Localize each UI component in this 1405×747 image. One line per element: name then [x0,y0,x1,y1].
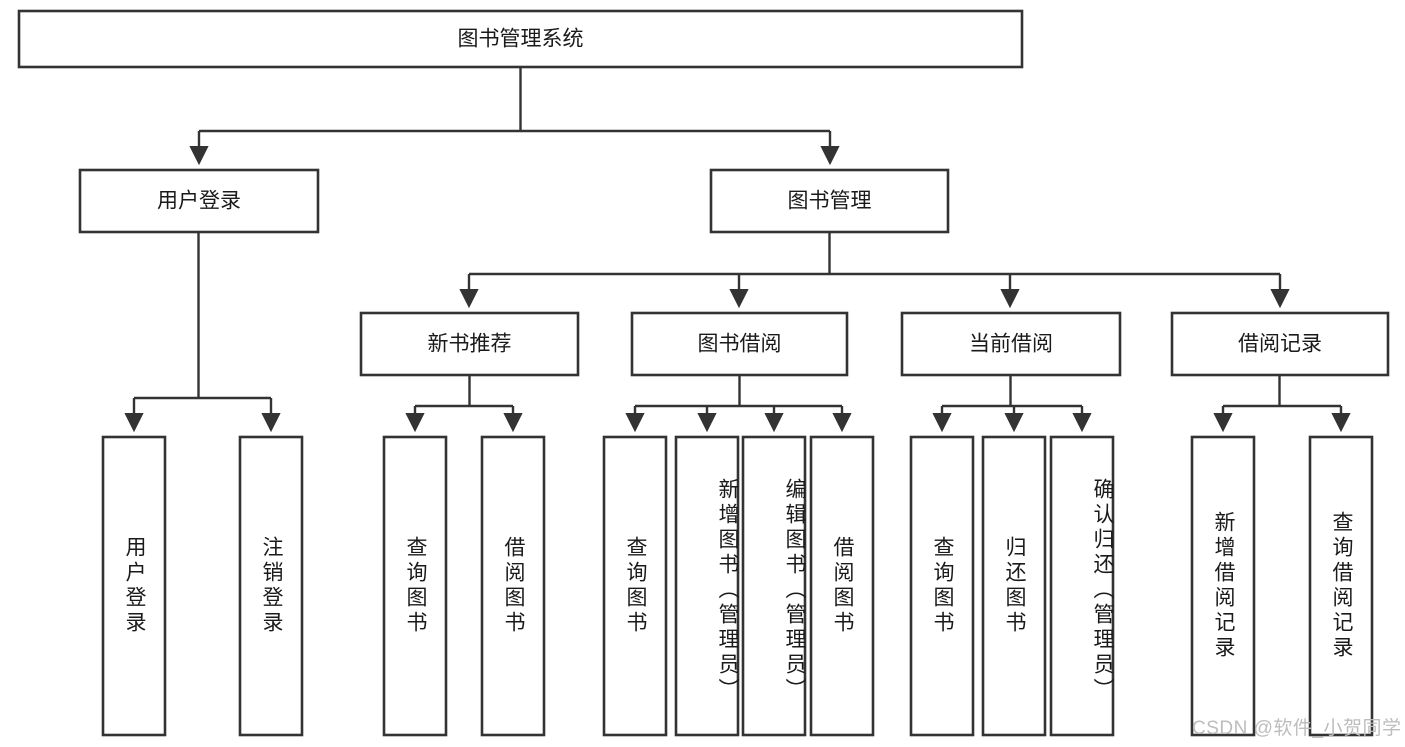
connector-current-borrow-to-leaves [932,375,1092,433]
node-borrow-record-rect[interactable] [1170,311,1390,377]
leaf-user-logout-label: 注销登录 [260,536,284,636]
leaf-confirm-return-admin-label: 确认归还（管理员） [1091,477,1114,703]
node-root[interactable]: 图书管理系统 [17,9,1024,69]
leaf-query-book-current-label: 查询图书 [931,536,955,636]
node-new-book-recommend-label: 新书推荐 [428,333,512,356]
connector-borrow-record-to-leaves [1213,375,1351,433]
connector-book-borrow-to-leaves [625,375,852,433]
leaf-user-logout-rect[interactable] [238,435,304,737]
csdn-watermark: CSDN @软件_小贺同学 [1192,718,1402,739]
node-new-book-recommend[interactable]: 新书推荐 [359,311,580,377]
node-user-login[interactable]: 用户登录 [78,168,320,234]
node-borrow-record-label: 借阅记录 [1238,333,1322,356]
leaf-query-book-borrow-label: 查询图书 [624,536,648,636]
leaf-borrow-book-recommend-label: 借阅图书 [502,536,526,636]
leaf-query-borrow-record-rect[interactable] [1308,435,1374,737]
leaf-user-login-rect[interactable] [101,435,167,737]
node-new-book-recommend-rect[interactable] [359,311,580,377]
leaf-query-book-current-rect[interactable] [909,435,975,737]
connector-book-management-to-level3 [459,232,1290,309]
leaf-query-book-borrow-rect[interactable] [602,435,668,737]
leaf-borrow-book-recommend-rect[interactable] [480,435,546,737]
leaf-edit-book-admin-rect[interactable] [741,435,807,737]
leaf-return-book-label: 归还图书 [1003,536,1027,636]
leaf-user-login-label: 用户登录 [123,536,147,636]
node-user-login-rect[interactable] [78,168,320,234]
node-current-borrow-label: 当前借阅 [969,333,1053,356]
node-book-borrow-rect[interactable] [630,311,849,377]
node-book-management-rect[interactable] [709,168,950,234]
leaf-add-borrow-record-rect[interactable] [1190,435,1256,737]
leaf-return-book-rect[interactable] [981,435,1047,737]
node-book-management[interactable]: 图书管理 [709,168,950,234]
connector-user-login-to-leaves [124,232,281,433]
leaf-add-borrow-record-label: 新增借阅记录 [1212,511,1236,661]
leaf-add-book-admin-label: 新增图书（管理员） [716,477,739,703]
leaf-query-book-recommend-rect[interactable] [382,435,448,737]
node-book-borrow-label: 图书借阅 [698,333,782,356]
node-root-label: 图书管理系统 [458,28,584,51]
connector-root-to-level2 [189,67,840,166]
node-book-management-label: 图书管理 [788,190,872,213]
connector-new-book-recommend-to-leaves [405,375,523,433]
leaf-borrow-book-label: 借阅图书 [831,536,855,636]
node-current-borrow[interactable]: 当前借阅 [900,311,1122,377]
node-book-borrow[interactable]: 图书借阅 [630,311,849,377]
node-user-login-label: 用户登录 [157,190,241,213]
node-root-rect[interactable] [17,9,1024,69]
leaf-add-book-admin-rect[interactable] [674,435,740,737]
leaf-boxes [101,435,1374,737]
node-borrow-record[interactable]: 借阅记录 [1170,311,1390,377]
node-current-borrow-rect[interactable] [900,311,1122,377]
leaf-query-book-recommend-label: 查询图书 [404,536,428,636]
leaf-edit-book-admin-label: 编辑图书（管理员） [783,477,806,703]
leaf-confirm-return-admin-rect[interactable] [1049,435,1115,737]
leaf-query-borrow-record-label: 查询借阅记录 [1330,511,1354,661]
leaf-borrow-book-rect[interactable] [809,435,875,737]
